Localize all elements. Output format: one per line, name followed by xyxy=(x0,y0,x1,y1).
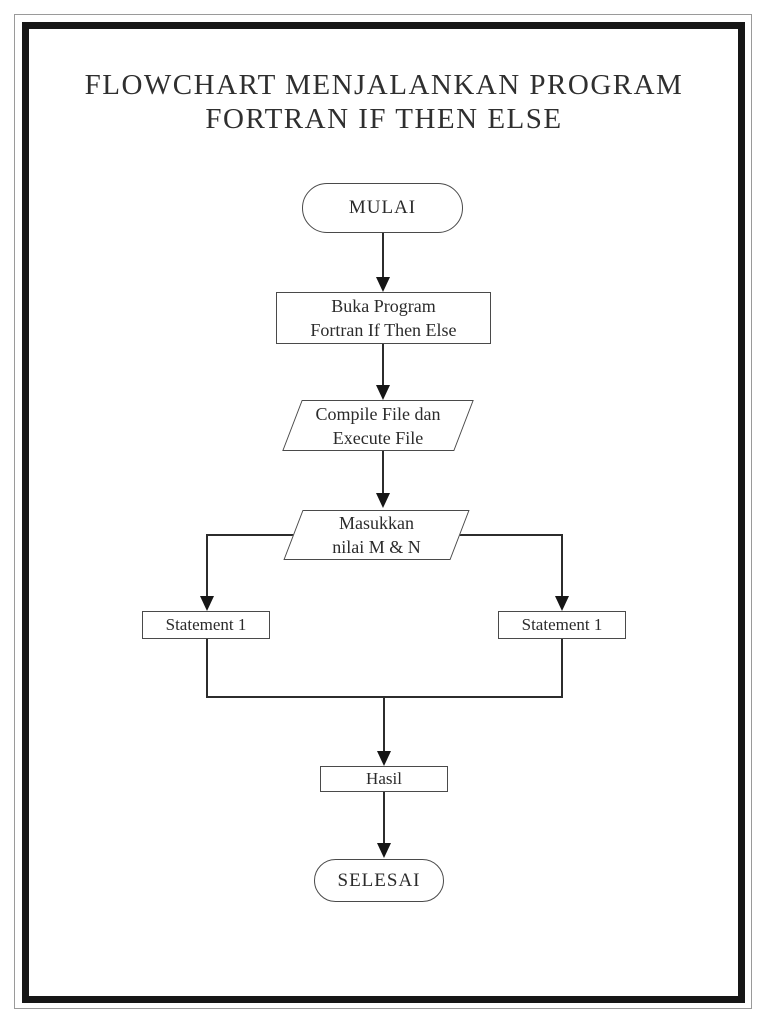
flowchart-node-end: SELESAI xyxy=(314,859,444,902)
branch-left-vertical-line xyxy=(206,534,208,597)
page-outline xyxy=(14,14,752,1009)
arrowhead-down-icon xyxy=(377,751,391,766)
flowchart-node-compile-execute: Compile File dan Execute File xyxy=(282,400,474,451)
arrowhead-down-icon xyxy=(200,596,214,611)
result-label: Hasil xyxy=(366,769,402,788)
page-title-line1: FLOWCHART MENJALANKAN PROGRAM xyxy=(84,69,684,101)
flowchart-node-open-program: Buka Program Fortran If Then Else xyxy=(276,292,491,344)
page-frame-border xyxy=(22,22,745,1003)
statement-right-label: Statement 1 xyxy=(521,615,603,634)
input-values-line2: nilai M & N xyxy=(332,537,421,557)
flowchart-node-input-values: Masukkan nilai M & N xyxy=(283,510,470,560)
page-title: FLOWCHART MENJALANKAN PROGRAM FORTRAN IF… xyxy=(0,68,768,136)
statement-left-label: Statement 1 xyxy=(165,615,247,634)
page-title-line2: FORTRAN IF THEN ELSE xyxy=(205,103,563,135)
input-values-line1: Masukkan xyxy=(339,513,414,533)
connector-result-to-end xyxy=(383,792,385,844)
compile-execute-line1: Compile File dan xyxy=(315,403,441,424)
start-label: MULAI xyxy=(348,197,417,218)
branch-left-horizontal-line xyxy=(206,534,294,536)
flowchart-node-result: Hasil xyxy=(320,766,448,792)
branch-right-vertical-line xyxy=(561,534,563,597)
connector-merge-to-result xyxy=(383,696,385,752)
connector-start-to-open-program xyxy=(382,233,384,278)
connector-compile-to-input xyxy=(382,451,384,494)
branch-right-horizontal-line xyxy=(458,534,563,536)
input-values-text: Masukkan nilai M & N xyxy=(293,510,460,560)
compile-execute-line2: Execute File xyxy=(332,427,424,448)
open-program-line2: Fortran If Then Else xyxy=(310,320,457,340)
arrowhead-down-icon xyxy=(376,493,390,508)
compile-execute-text: Compile File dan Execute File xyxy=(292,400,464,451)
arrowhead-down-icon xyxy=(555,596,569,611)
flowchart-node-statement-left: Statement 1 xyxy=(142,611,270,639)
arrowhead-down-icon xyxy=(376,385,390,400)
end-label: SELESAI xyxy=(337,869,421,891)
merge-left-vertical-line xyxy=(206,639,208,698)
arrowhead-down-icon xyxy=(376,277,390,292)
connector-open-program-to-compile xyxy=(382,344,384,386)
merge-right-vertical-line xyxy=(561,639,563,698)
flowchart-node-start: MULAI xyxy=(302,183,463,233)
open-program-line1: Buka Program xyxy=(331,296,436,316)
arrowhead-down-icon xyxy=(377,843,391,858)
flowchart-node-statement-right: Statement 1 xyxy=(498,611,626,639)
